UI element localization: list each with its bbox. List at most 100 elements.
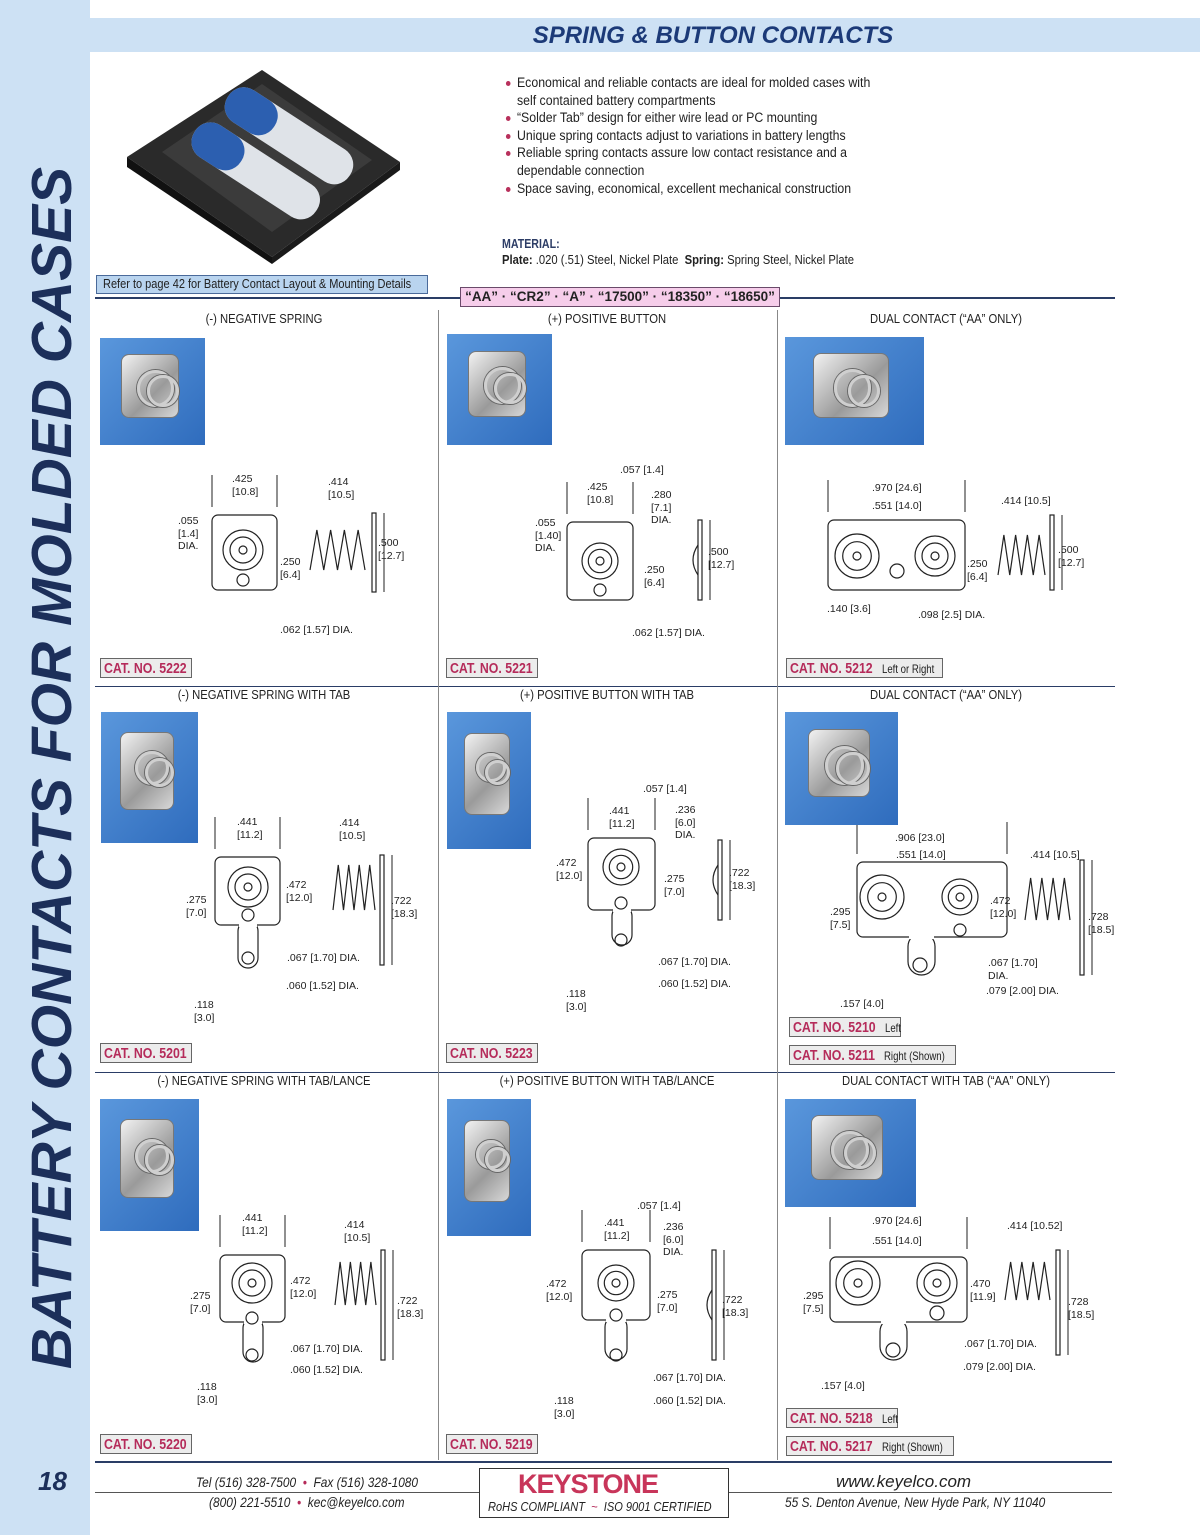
contact-cell: (+) POSITIVE BUTTON .057 [1.4] .425 [10.8…	[438, 310, 776, 690]
divider	[438, 310, 439, 1460]
dimension-label: .722 [18.3]	[397, 1295, 424, 1320]
dimension-label: .079 [2.00] DIA.	[986, 985, 1059, 997]
dimension-label: .728 [18.5]	[1088, 911, 1115, 936]
dimension-label: .057 [1.4]	[620, 464, 664, 476]
cell-title: (+) POSITIVE BUTTON WITH TAB/LANCE	[499, 1074, 715, 1088]
dimension-label: .055 [1.4] DIA.	[178, 515, 199, 552]
dimension-label: .414 [10.5]	[1001, 495, 1051, 507]
material-heading: MATERIAL:	[502, 237, 560, 251]
contact-cell: DUAL CONTACT WITH TAB (“AA” ONLY) .970 […	[777, 1072, 1115, 1456]
contact-cell: DUAL CONTACT (“AA” ONLY) .970 [24.6].551…	[777, 310, 1115, 690]
dimension-label: .067 [1.70] DIA.	[290, 1343, 363, 1355]
footer-contact: (800) 221-5510 • kec@keyelco.com	[209, 1494, 405, 1510]
dimension-label: .236 [6.0] DIA.	[675, 804, 696, 841]
spring-value: Spring Steel, Nickel Plate	[727, 253, 855, 267]
dimension-label: .067 [1.70] DIA.	[658, 956, 731, 968]
dimension-label: .236 [6.0] DIA.	[663, 1221, 684, 1258]
feature-item: Reliable spring contacts assure low cont…	[505, 144, 891, 179]
cat-number: CAT. NO. 5217	[790, 1439, 873, 1455]
email-link[interactable]: kec@keyelco.com	[307, 1494, 405, 1510]
dimension-label: .295 [7.5]	[803, 1290, 824, 1315]
dimension-label: .275 [7.0]	[657, 1289, 678, 1314]
dimension-label: .118 [3.0]	[194, 999, 215, 1024]
dimension-label: .280 [7.1] DIA.	[651, 489, 672, 526]
cat-note: Left	[884, 1021, 901, 1035]
dimension-label: .118 [3.0]	[554, 1395, 575, 1420]
technical-drawing	[566, 482, 711, 601]
catalog-number: CAT. NO. 5223	[446, 1043, 538, 1063]
catalog-number: CAT. NO. 5218 Left	[786, 1408, 898, 1428]
divider	[777, 310, 778, 1460]
product-photo	[101, 712, 198, 843]
feature-item: Economical and reliable contacts are ide…	[505, 74, 891, 109]
product-photo	[785, 712, 898, 825]
cell-title: DUAL CONTACT WITH TAB (“AA” ONLY)	[842, 1074, 1050, 1088]
cell-title: (+) POSITIVE BUTTON WITH TAB	[519, 688, 695, 702]
side-title: BATTERY CONTACTS FOR MOLDED CASES	[20, 166, 84, 1370]
dimension-label: .414 [10.5]	[1030, 849, 1080, 861]
side-profile	[711, 1249, 717, 1361]
dimension-label: .157 [4.0]	[840, 998, 884, 1010]
cat-number: CAT. NO. 5222	[104, 661, 187, 677]
dimension-label: .441 [11.2]	[242, 1212, 268, 1237]
tollfree: (800) 221-5510	[209, 1494, 291, 1510]
technical-drawing	[827, 480, 1063, 591]
side-profile	[1079, 859, 1085, 976]
dimension-label: .079 [2.00] DIA.	[963, 1361, 1036, 1373]
cell-title: DUAL CONTACT (“AA” ONLY)	[869, 688, 1023, 702]
spring-profile	[1004, 1261, 1051, 1301]
dimension-label: .118 [3.0]	[197, 1381, 218, 1406]
dimension-label: .500 [12.7]	[1058, 544, 1085, 569]
product-photo	[100, 338, 205, 445]
dimension-label: .140 [3.6]	[827, 603, 871, 615]
plate-value: .020 (.51) Steel, Nickel Plate	[535, 253, 679, 267]
cell-title: (+) POSITIVE BUTTON	[547, 312, 667, 326]
dimension-label: .722 [18.3]	[729, 867, 756, 892]
dimension-label: .551 [14.0]	[872, 500, 922, 512]
cat-number: CAT. NO. 5210	[793, 1020, 876, 1036]
contact-cell: (-) NEGATIVE SPRING WITH TAB/LANCE .441 …	[95, 1072, 433, 1454]
website-link[interactable]: www.keyelco.com	[836, 1472, 972, 1491]
spring-profile	[332, 864, 376, 911]
dimension-label: .414 [10.5]	[344, 1219, 371, 1244]
page-number: 18	[38, 1466, 67, 1496]
dimension-label: .970 [24.6]	[872, 1215, 922, 1227]
side-profile	[717, 839, 723, 921]
dimension-label: .057 [1.4]	[637, 1200, 681, 1212]
spring-profile	[997, 534, 1046, 576]
dimension-label: .472 [12.0]	[286, 879, 313, 904]
side-profile	[380, 1249, 386, 1361]
technical-drawing	[219, 1215, 394, 1363]
dimension-label: .250 [6.4]	[644, 564, 665, 589]
product-photo	[447, 712, 531, 849]
cat-note: Right (Shown)	[881, 1440, 943, 1454]
plate-label: Plate:	[502, 253, 533, 267]
dimension-label: .060 [1.52] DIA.	[658, 978, 731, 990]
dimension-label: .472 [12.0]	[556, 857, 583, 882]
cat-number: CAT. NO. 5219	[450, 1437, 533, 1453]
dimension-label: .067 [1.70] DIA.	[964, 1338, 1037, 1350]
side-profile	[379, 854, 385, 966]
dimension-label: .472 [12.0]	[990, 895, 1017, 920]
product-photo	[785, 337, 924, 445]
dimension-label: .157 [4.0]	[821, 1380, 865, 1392]
cat-note: Right (Shown)	[883, 1049, 945, 1063]
divider	[95, 1072, 1115, 1073]
catalog-number: CAT. NO. 5201	[100, 1043, 192, 1063]
keystone-logo: KEYSTONE	[518, 1469, 659, 1499]
dimension-label: .728 [18.5]	[1068, 1296, 1095, 1321]
battery-sizes-badge: “AA” · “CR2” · “A” · “17500” · “18350” ·…	[460, 287, 780, 307]
dimension-label: .441 [11.2]	[237, 816, 263, 841]
dimension-label: .055 [1.40] DIA.	[535, 517, 562, 554]
fax: Fax (516) 328-1080	[313, 1474, 419, 1490]
spring-profile	[1024, 877, 1071, 921]
technical-drawing	[587, 798, 731, 947]
dimension-label: .472 [12.0]	[290, 1275, 317, 1300]
dimension-label: .250 [6.4]	[967, 558, 988, 583]
dimension-label: .441 [11.2]	[609, 805, 635, 830]
product-photo	[447, 1099, 531, 1236]
dimension-label: .060 [1.52] DIA.	[286, 980, 359, 992]
feature-item: Unique spring contacts adjust to variati…	[505, 127, 891, 145]
dimension-label: .425 [10.8]	[587, 481, 614, 506]
catalog-number: CAT. NO. 5222	[100, 658, 192, 678]
